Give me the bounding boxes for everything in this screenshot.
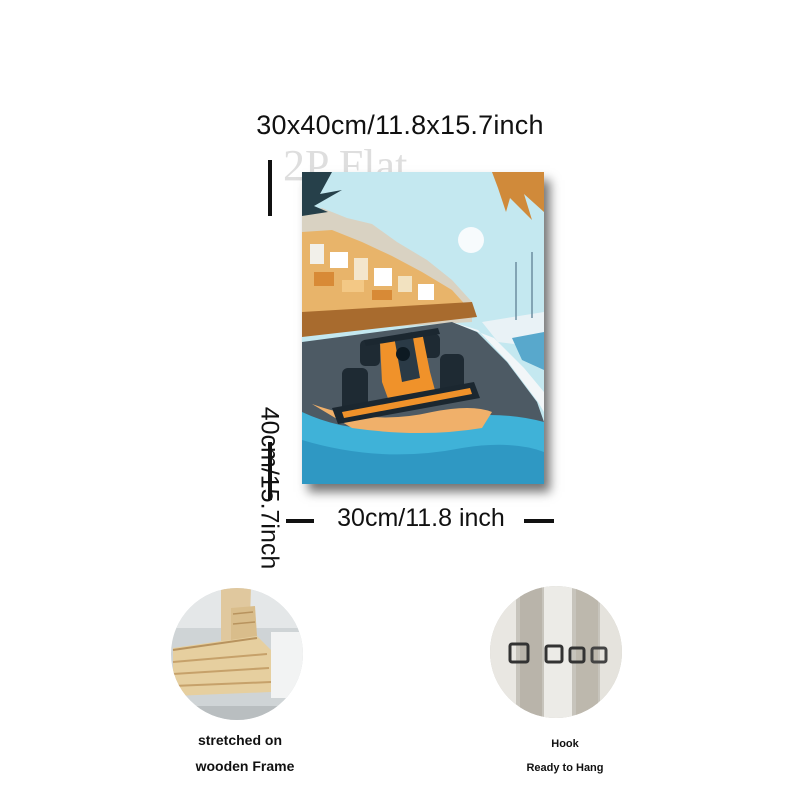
hook-caption-line2: Ready to Hang	[526, 762, 604, 774]
width-dimension: 30cm/11.8 inch	[286, 502, 556, 536]
size-label: 30x40cm/11.8x15.7inch	[256, 110, 544, 140]
hanging-hook-icon	[490, 586, 622, 718]
frame-caption-line1: stretched on	[197, 732, 282, 748]
hook-caption-line1: Hook	[551, 738, 579, 750]
height-dimension: 40cm/15.7inch	[238, 160, 298, 569]
canvas-artwork	[302, 172, 544, 484]
width-label: 30cm/11.8 inch	[337, 504, 505, 532]
height-line-bottom	[268, 442, 272, 500]
wooden-frame-corner-icon	[171, 588, 303, 720]
race-car-painting	[302, 172, 544, 484]
height-label: 40cm/15.7inch	[255, 406, 284, 570]
frame-caption-line2: wooden Frame	[195, 758, 295, 774]
height-line-top	[268, 160, 272, 216]
hook-image	[490, 586, 622, 718]
width-line-right	[524, 519, 554, 523]
race-car-icon	[332, 328, 480, 424]
width-line-left	[286, 519, 314, 523]
wooden-frame-image	[171, 588, 303, 720]
